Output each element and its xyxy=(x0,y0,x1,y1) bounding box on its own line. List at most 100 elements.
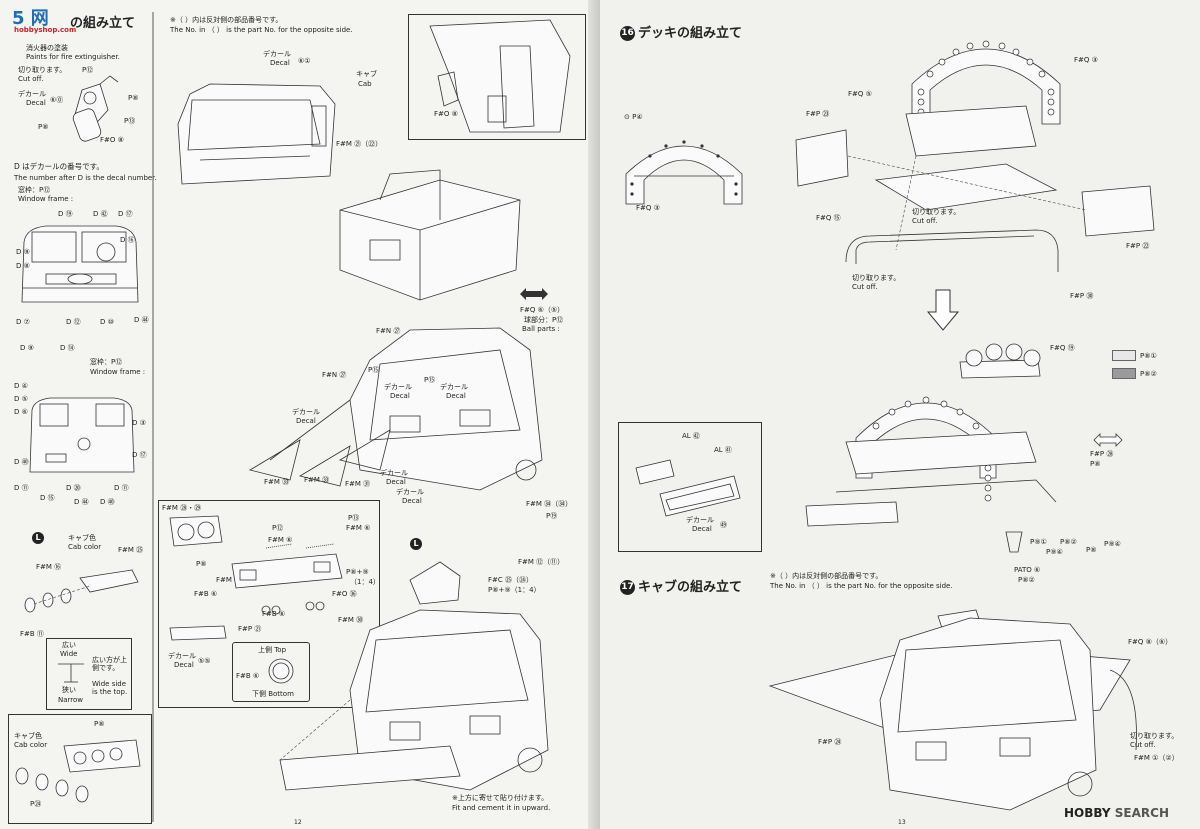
mid-part: F#N ㉗ xyxy=(376,327,401,335)
lamp-box-cab-color-jp: キャブ色 xyxy=(14,732,42,740)
lamp-box-part: P⑧ xyxy=(94,720,105,728)
wide-narrow-diagram xyxy=(58,663,84,683)
front-decal-label: D ⑦ xyxy=(16,318,30,326)
lens-fb-label: F#B ⑥ xyxy=(236,672,260,680)
mid-part: P⑮ xyxy=(424,376,436,384)
al-inset-box xyxy=(618,422,762,552)
al-label: AL ㊶ xyxy=(714,446,732,454)
top-note-jp: 広い方が上側です。 xyxy=(92,656,127,672)
al-decal-jp: デカール xyxy=(686,516,714,524)
bumper-box xyxy=(158,500,380,708)
cab-final-part: F#Q ⑧（⑥） xyxy=(1128,638,1173,646)
cab-color-en: Cab color xyxy=(68,543,102,551)
lamp-box-part: P㉔ xyxy=(30,800,42,808)
extinguisher-part: P⑧ xyxy=(128,94,139,102)
front-decal-label: D ㊹ xyxy=(134,316,149,324)
deck-exploded-drawing xyxy=(795,105,1155,272)
lamp-part: F#M ⑯ xyxy=(36,563,62,571)
lamp-box-cab-color-en: Cab color xyxy=(14,741,48,749)
wide-jp: 広い xyxy=(62,641,76,649)
final-cab-drawing xyxy=(279,561,549,791)
bumper-part: F#B ⑥ xyxy=(194,590,218,598)
window-frame-en: Window frame : xyxy=(18,195,74,203)
opposite-side-note-jp: ※（ ）内は反対側の部品番号です。 xyxy=(170,16,283,24)
cut-off-jp: 切り取ります。 xyxy=(852,274,901,282)
page-number-left: 12 xyxy=(294,819,302,826)
bumper-part: P⑧ xyxy=(196,560,207,568)
top-note-en: Wide side is the top. xyxy=(92,680,128,696)
cab-part: F#M ㉑（㉒） xyxy=(336,140,383,148)
front-decal-label: D ⑯ xyxy=(120,236,135,244)
cement-note-en: Fit and cement it in upward. xyxy=(452,804,551,812)
brand-logo: HOBBY SEARCH xyxy=(1064,806,1169,820)
deck-part-label: F#Q ⑮ xyxy=(816,214,841,222)
small-arch-drawing xyxy=(625,140,743,205)
extinguisher-cut-jp: 切り取ります。 xyxy=(18,66,67,74)
cab-decal-en: Decal xyxy=(270,59,290,67)
deck-assembled-drawing xyxy=(805,396,1057,553)
big-arch-drawing xyxy=(911,40,1061,125)
rear-decal-label: D ㊵ xyxy=(14,458,29,466)
front-decal-label: D ㊷ xyxy=(93,210,108,218)
rear-decal-label: D ㊵ xyxy=(100,498,115,506)
al-label: AL ㊷ xyxy=(682,432,700,440)
deck-lamps-drawing xyxy=(959,343,1041,379)
step-badge-l: L xyxy=(410,538,422,550)
bumper-part: F#M ㉚ xyxy=(338,616,364,624)
cab-decal-no: ⑥① xyxy=(298,57,311,65)
bumper-drawing xyxy=(231,543,343,615)
inset-part: F#O ⑧ xyxy=(434,110,458,118)
cab-front-decal-drawing xyxy=(21,225,139,303)
bumper-part: F#M ㉘ xyxy=(216,576,242,584)
color-swatch-light xyxy=(1112,350,1136,361)
mid-part: P⑧+⑨（1：4） xyxy=(488,586,541,594)
mid-decal: デカール xyxy=(396,488,424,496)
deck-part-label: F#P ㉒ xyxy=(1126,242,1150,250)
bumper-decal-no: ⑤⑤ xyxy=(198,657,211,665)
cab-assembly-drawing xyxy=(269,327,543,491)
bumper-part: F#P ㉑ xyxy=(238,625,262,633)
bumper-part: F#M ⑥ xyxy=(268,536,293,544)
rear-decal-label: D ⑳ xyxy=(66,484,81,492)
pato-label: PATO ⑥ xyxy=(1014,566,1041,574)
rear-decal-label: D ⑥ xyxy=(14,408,28,416)
lens-orientation-box xyxy=(232,642,310,702)
cab-cut-jp: 切り取ります。 xyxy=(1130,732,1179,740)
lens-bottom-label: 下側 Bottom xyxy=(252,690,294,698)
cab-final-drawing xyxy=(768,609,1137,811)
rear-decal-label: D ⑪ xyxy=(14,484,29,492)
lamp-part: F#B ⑪ xyxy=(20,630,44,638)
cab-final-part: F#P ㉔ xyxy=(818,738,842,746)
bumper-decal-en: Decal xyxy=(174,661,194,669)
bumper-part: F#B ⑥ xyxy=(262,610,286,618)
interior-inset-drawing xyxy=(429,19,571,133)
cab-final-part: F#M ①（②） xyxy=(1134,754,1179,762)
left-page: 5 网 hobbyshop.com の組み立て 消火器の塗装 Paints fo… xyxy=(0,0,600,829)
cut-off-en: Cut off. xyxy=(912,217,938,225)
extinguisher-decal-no: ⑥⓪ xyxy=(50,96,64,104)
mid-decal: デカール xyxy=(440,383,468,391)
mid-decal: デカール xyxy=(292,408,320,416)
deck-part-label: F#Q ③ xyxy=(1074,56,1098,64)
brand-hobby: HOBBY xyxy=(1064,806,1111,820)
interior-inset-box xyxy=(408,14,586,140)
window-frame-jp: 窓枠：P⑫ xyxy=(18,186,51,194)
cab-color-jp: キャブ色 xyxy=(68,534,96,542)
opposite-side-note-en: The No. in （ ） is the part No. for the o… xyxy=(170,26,353,34)
cab-label-en: Cab xyxy=(358,80,372,88)
wide-en: Wide xyxy=(60,650,78,658)
deck-lower-part: P⑧② xyxy=(1060,538,1077,546)
headlamp-housing-drawing xyxy=(169,515,223,547)
front-decal-label: D ⑨ xyxy=(20,344,34,352)
bumper-decal-jp: デカール xyxy=(168,652,196,660)
front-decal-label: D ⑭ xyxy=(60,344,75,352)
extinguisher-paint-jp: 消火器の塗装 xyxy=(26,44,68,52)
mid-part: P⑮ xyxy=(368,366,380,374)
mid-part: F#M ㉞（㉞） xyxy=(526,500,573,508)
cab-label-jp: キャブ xyxy=(356,70,377,78)
deck-part-label: F#P ㉚ xyxy=(1070,292,1094,300)
rear-decal-label: D ④ xyxy=(14,382,28,390)
